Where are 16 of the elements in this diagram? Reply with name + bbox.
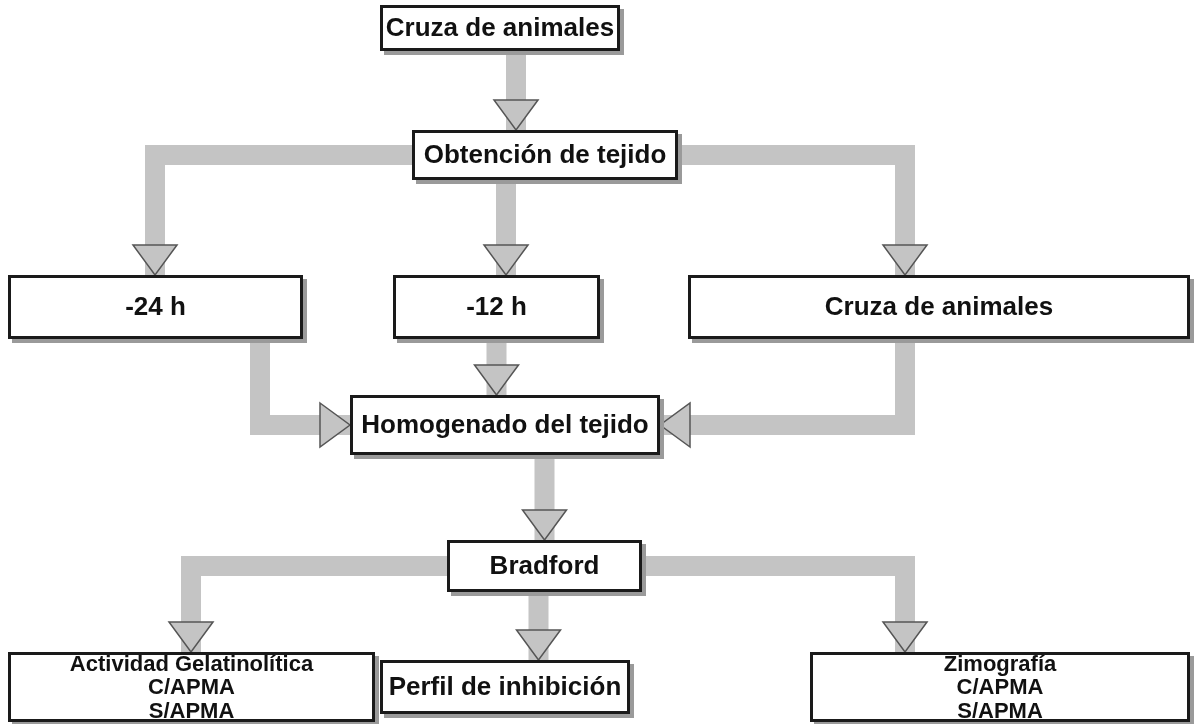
box-label: S/APMA	[957, 698, 1043, 722]
box-label: Obtención de tejido	[423, 141, 667, 169]
box-label: C/APMA	[956, 675, 1044, 699]
box-label: -24 h	[125, 293, 186, 321]
box-label: Cruza de animales	[385, 14, 615, 42]
box-label: -12 h	[466, 293, 527, 321]
box-label: Perfil de inhibición	[388, 673, 622, 701]
box-label: Cruza de animales	[824, 293, 1054, 321]
box-label: Zimografía	[943, 652, 1057, 676]
block-arrow	[168, 556, 447, 653]
box-label: Bradford	[489, 552, 600, 580]
box-label: Actividad Gelatinolítica	[69, 652, 314, 676]
box-label: S/APMA	[148, 698, 235, 722]
box-label: Homogenado del tejido	[361, 411, 649, 439]
box-label: C/APMA	[148, 675, 235, 699]
block-arrow	[132, 145, 412, 276]
